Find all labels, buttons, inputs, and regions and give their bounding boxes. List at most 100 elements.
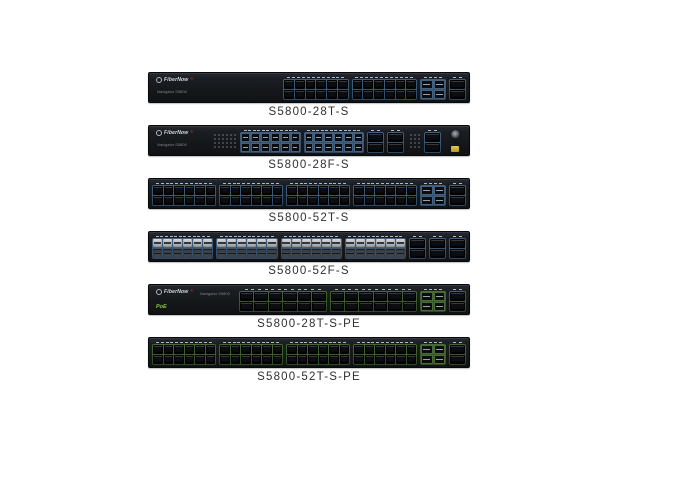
sfp-slot bbox=[237, 239, 247, 248]
rj45-port bbox=[308, 345, 318, 354]
sfp-cage-group bbox=[303, 128, 364, 153]
rj45-port bbox=[220, 345, 230, 354]
rj45-port bbox=[318, 196, 328, 205]
rj45-port-group bbox=[329, 287, 417, 312]
brand-logo-icon bbox=[156, 77, 162, 83]
sfp-port bbox=[260, 133, 270, 142]
sfp-port bbox=[250, 143, 260, 152]
rj45-port bbox=[344, 292, 359, 301]
rj45-port bbox=[352, 90, 363, 99]
rj45-port bbox=[251, 345, 261, 354]
port-bezel bbox=[283, 79, 349, 100]
rj45-uplink-pair bbox=[367, 128, 384, 153]
rj45-port bbox=[297, 196, 307, 205]
rj45-port bbox=[287, 345, 297, 354]
sfp-slot bbox=[355, 239, 365, 248]
rj45-port bbox=[297, 302, 312, 311]
model-label: S5800-52T-S-PE bbox=[257, 371, 361, 383]
rj45-port bbox=[305, 80, 316, 89]
rj45-port bbox=[272, 196, 282, 205]
rj45-port bbox=[354, 196, 364, 205]
sfp-uplink-block bbox=[420, 287, 446, 312]
end-panel bbox=[444, 128, 466, 153]
port-bezel bbox=[286, 344, 350, 365]
rj45-port bbox=[251, 186, 261, 195]
led-matrix bbox=[212, 132, 236, 150]
sfp-slot bbox=[301, 249, 311, 258]
rj45-port bbox=[329, 355, 339, 364]
port-bezel bbox=[367, 132, 384, 153]
rj45-port bbox=[359, 302, 373, 311]
rj45-port bbox=[406, 196, 416, 205]
rj45-uplink-pair bbox=[409, 234, 426, 259]
port-led-ticks bbox=[424, 128, 441, 132]
port-bezel bbox=[353, 344, 417, 365]
sfp-port bbox=[433, 292, 445, 301]
sfp-port bbox=[433, 345, 445, 354]
rj45-port bbox=[385, 186, 395, 195]
status-led-grid bbox=[407, 128, 421, 153]
rj45-uplink-pair bbox=[449, 234, 466, 259]
rj45-uplink-pair bbox=[449, 181, 466, 206]
port-bezel bbox=[424, 132, 441, 153]
sfp-uplink-block bbox=[420, 75, 446, 100]
rj45-port bbox=[330, 302, 344, 311]
rj45-port bbox=[388, 292, 402, 301]
rj45-port bbox=[450, 302, 465, 311]
sfp-port bbox=[324, 133, 334, 142]
brand-trademark: ® bbox=[190, 129, 194, 134]
sfp-port bbox=[421, 355, 433, 364]
rj45-port bbox=[297, 292, 312, 301]
rj45-port-group bbox=[351, 75, 418, 100]
sfp-port bbox=[304, 143, 314, 152]
rj45-port bbox=[312, 292, 326, 301]
rj45-port bbox=[450, 80, 465, 89]
led-matrix bbox=[408, 132, 420, 150]
rj45-port bbox=[230, 355, 240, 364]
rj45-port bbox=[406, 186, 416, 195]
rj45-port bbox=[374, 80, 384, 89]
port-bezel bbox=[329, 291, 417, 312]
sfp-slot bbox=[173, 239, 183, 248]
rj45-port bbox=[316, 80, 326, 89]
rj45-port bbox=[174, 345, 184, 354]
rj45-port bbox=[287, 186, 297, 195]
sfp-slot bbox=[203, 239, 213, 248]
switch-figure: S5800-52F-S bbox=[148, 231, 470, 278]
switch-chassis-s5800-28f-s: FiberNow® Navigator S5800 bbox=[148, 125, 470, 156]
rj45-port bbox=[318, 355, 328, 364]
sfp-slot bbox=[375, 249, 385, 258]
sfp-port bbox=[334, 143, 344, 152]
rj45-port bbox=[205, 186, 215, 195]
front-panel-logo-area: FiberNow® Navigator S5800 bbox=[152, 128, 208, 153]
rj45-port bbox=[163, 196, 173, 205]
rj45-port bbox=[354, 186, 364, 195]
sfp-port bbox=[280, 133, 290, 142]
sfp-port bbox=[280, 143, 290, 152]
rj45-port bbox=[272, 355, 282, 364]
brand-logo: FiberNow® bbox=[156, 129, 194, 136]
rj45-uplink-pair bbox=[449, 340, 466, 365]
sfp-uplink-block bbox=[420, 340, 446, 365]
rj45-port bbox=[363, 80, 373, 89]
series-fine-print: Navigator S5800 bbox=[157, 142, 187, 147]
rj45-port bbox=[220, 355, 230, 364]
front-panel-logo-area: FiberNow®Navigator S5800 bbox=[152, 75, 280, 100]
rj45-port bbox=[406, 90, 416, 99]
rj45-port bbox=[195, 345, 205, 354]
rj45-port bbox=[450, 249, 465, 258]
switch-figure: FiberNow®Navigator S5800 S5800-28T-S bbox=[148, 72, 470, 119]
port-led-ticks bbox=[449, 234, 466, 238]
rj45-port bbox=[308, 186, 318, 195]
port-bezel bbox=[429, 238, 446, 259]
sfp-slot bbox=[321, 239, 331, 248]
port-led-ticks bbox=[352, 75, 418, 79]
port-bezel bbox=[449, 291, 466, 312]
rj45-port bbox=[385, 355, 395, 364]
rj45-port bbox=[425, 133, 440, 142]
sfp-port bbox=[421, 302, 433, 311]
switch-chassis-s5800-52t-s-pe bbox=[148, 337, 470, 368]
rj45-port bbox=[430, 249, 445, 258]
rj45-port bbox=[220, 186, 230, 195]
